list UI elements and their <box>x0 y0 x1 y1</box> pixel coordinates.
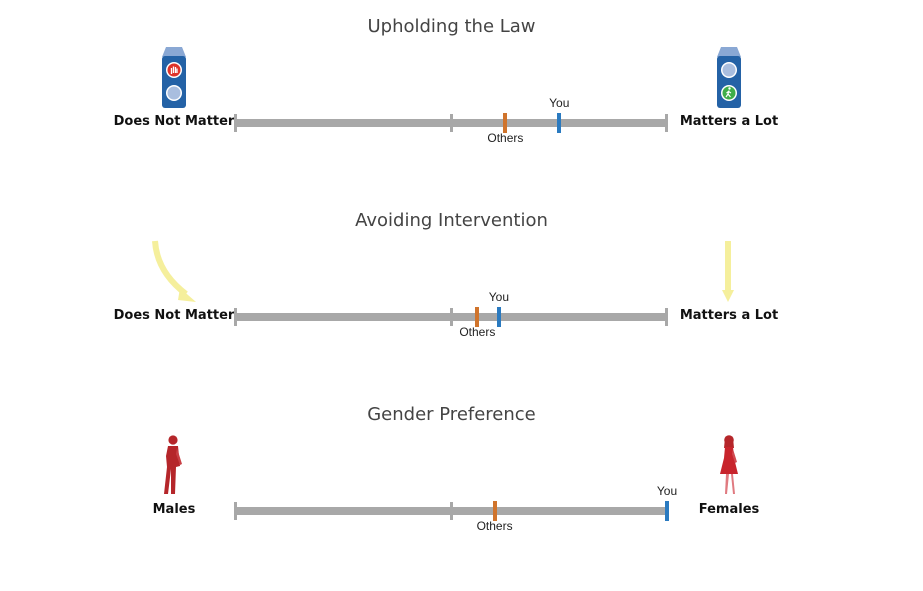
scale-row-avoiding-intervention: Avoiding Intervention Does Not Matter Ma… <box>0 194 923 388</box>
scale-title: Gender Preference <box>367 404 536 425</box>
right-end-label: Females <box>698 502 760 517</box>
scale-title: Avoiding Intervention <box>355 210 548 231</box>
others-marker <box>492 501 497 521</box>
scale-row-upholding-law: Upholding the Law Does Not Matter Matter… <box>0 0 923 194</box>
scale-tick-center <box>450 114 453 132</box>
right-end-label: Matters a Lot <box>679 114 779 129</box>
you-marker <box>557 113 562 133</box>
left-end-label: Does Not Matter <box>113 114 235 129</box>
scale-row-gender-preference: Gender Preference Males Females Others Y… <box>0 388 923 582</box>
you-label: You <box>549 96 570 110</box>
male-figure-icon <box>161 434 185 498</box>
others-label: Others <box>459 325 496 339</box>
traffic-light-green-walk-icon <box>716 47 742 109</box>
others-label: Others <box>487 131 524 145</box>
left-end-label: Does Not Matter <box>113 308 235 323</box>
others-marker <box>503 113 508 133</box>
scale-tick-right <box>665 114 668 132</box>
female-figure-icon <box>716 434 742 498</box>
you-label: You <box>656 484 678 498</box>
left-end-label: Males <box>152 502 196 517</box>
traffic-light-red-hand-icon <box>161 47 187 109</box>
you-marker <box>496 307 501 327</box>
scale-tick-center <box>450 502 453 520</box>
curved-arrow-icon <box>148 238 200 304</box>
others-marker <box>475 307 480 327</box>
you-marker <box>665 501 669 521</box>
straight-arrow-icon <box>720 240 736 304</box>
scale-tick-center <box>450 308 453 326</box>
scale-tick-left <box>234 114 237 132</box>
you-label: You <box>488 290 510 304</box>
others-label: Others <box>476 519 513 533</box>
right-end-label: Matters a Lot <box>679 308 779 323</box>
scale-tick-left <box>234 308 237 326</box>
scale-tick-right <box>665 308 668 326</box>
scale-tick-left <box>234 502 237 520</box>
scale-title: Upholding the Law <box>367 16 536 37</box>
